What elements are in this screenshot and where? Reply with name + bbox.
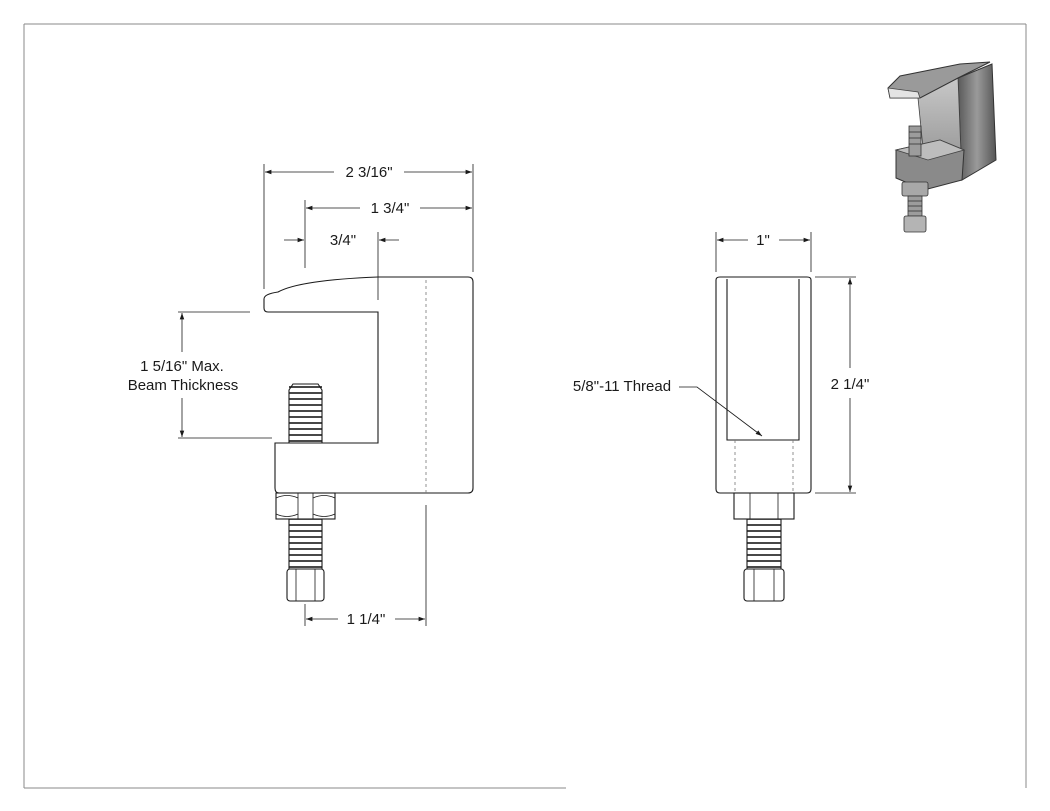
threaded-rod-lower xyxy=(288,519,323,569)
clamp-body-outline xyxy=(263,276,474,494)
label-beam-thickness-line2: Beam Thickness xyxy=(128,377,239,394)
beam-clamp-3d-render xyxy=(887,61,997,233)
side-threaded-rod xyxy=(746,519,782,569)
label-side-width: 1" xyxy=(756,232,770,249)
jam-nut xyxy=(286,568,325,602)
side-jam-nut xyxy=(743,568,785,602)
label-bolt-offset: 1 1/4" xyxy=(347,611,386,628)
dimension-height: 2 1/4" xyxy=(831,278,870,492)
label-lip-width: 3/4" xyxy=(330,232,356,249)
dimension-bolt-offset: 1 1/4" xyxy=(306,611,425,628)
label-height: 2 1/4" xyxy=(831,376,870,393)
dimension-jaw-width: 1 3/4" xyxy=(306,200,472,217)
label-thread-spec: 5/8"-11 Thread xyxy=(573,378,671,395)
side-slot-outline xyxy=(726,279,800,441)
thread-callout: 5/8"-11 Thread xyxy=(573,378,763,437)
label-overall-width: 2 3/16" xyxy=(345,164,392,181)
dimension-side-width: 1" xyxy=(717,232,810,249)
dimension-lip-width: 3/4" xyxy=(284,232,399,249)
side-body-outline xyxy=(715,276,812,494)
dimension-overall-width: 2 3/16" xyxy=(265,164,472,181)
label-jaw-width: 1 3/4" xyxy=(371,200,410,217)
threaded-rod-upper xyxy=(288,383,323,443)
extension-lines xyxy=(178,164,474,626)
side-extension-lines xyxy=(715,232,856,494)
hex-nut xyxy=(275,492,336,520)
side-view: 1" 2 1/4" 5/8"-11 Thread xyxy=(573,232,870,602)
label-beam-thickness-line1: 1 5/16" Max. xyxy=(140,358,224,375)
dimension-beam-thickness: 1 5/16" Max. Beam Thickness xyxy=(128,313,239,437)
side-hex-nut xyxy=(733,492,795,520)
drawing-frame xyxy=(23,23,1027,789)
front-view: 2 3/16" 1 3/4" 3/4" 1 5/16" Max. Beam Th… xyxy=(128,164,474,628)
